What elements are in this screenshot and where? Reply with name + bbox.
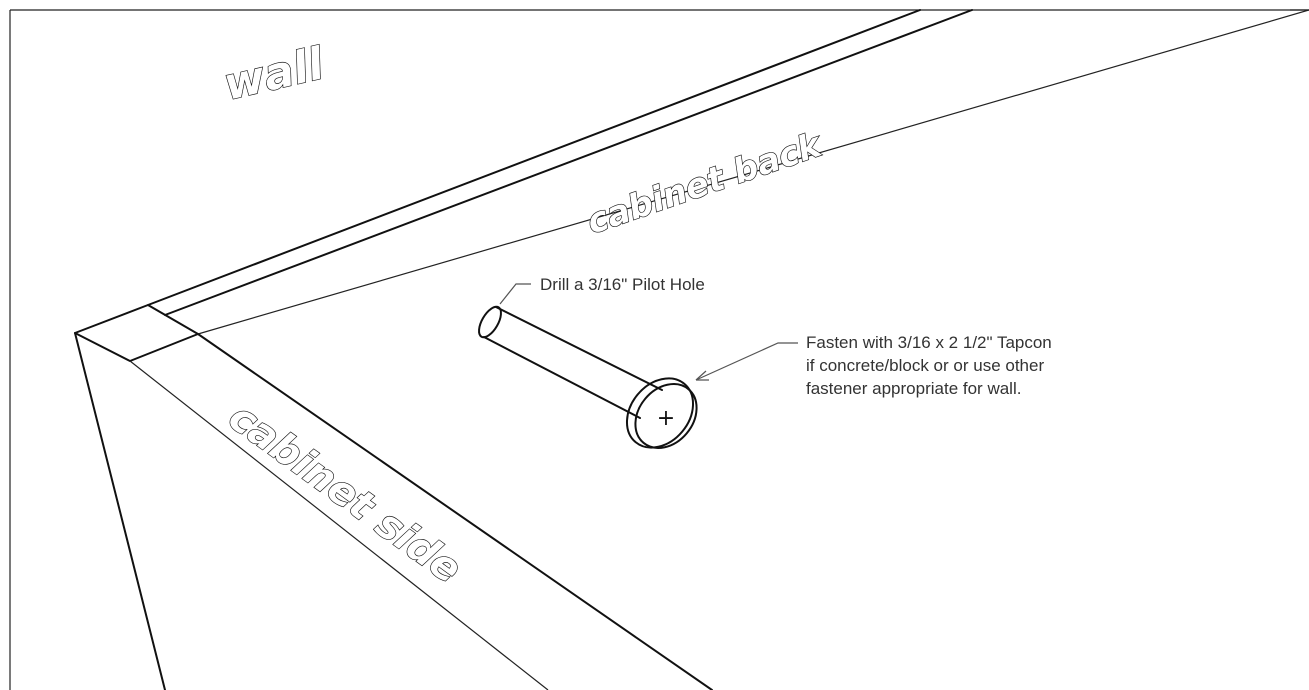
screw-head-face <box>634 383 698 449</box>
cabinet-side-rear-edge <box>197 333 713 690</box>
fastener-leader-arrow-icon <box>695 370 709 381</box>
screw-head-rim <box>625 377 695 449</box>
cabinet-side-inner-line <box>129 360 549 690</box>
cabinet-side-top-face <box>74 304 199 362</box>
tapcon-screw: + <box>478 305 698 449</box>
cabinet-side-label: cabinet side <box>220 394 470 593</box>
screw-shank-bottom <box>483 336 641 419</box>
fastener-callout: Fasten with 3/16 x 2 1/2" Tapcon if conc… <box>806 331 1052 400</box>
fastener-callout-line-3: fastener appropriate for wall. <box>806 379 1022 398</box>
screw-shank-top <box>495 306 663 391</box>
cabinet-back-top-edge <box>147 9 921 306</box>
cabinet-back-face-edge <box>197 9 1309 335</box>
cabinet-side-front-edge <box>74 332 166 690</box>
fastener-callout-line-2: if concrete/block or or use other <box>806 356 1045 375</box>
cabinet-back-label: cabinet back <box>582 124 828 242</box>
cabinet-back-inner-edge <box>164 9 973 316</box>
pilot-hole-callout: Drill a 3/16" Pilot Hole <box>540 275 705 294</box>
wall-label: wall <box>219 38 329 111</box>
phillips-cross-icon: + <box>657 406 675 431</box>
fastener-callout-line-1: Fasten with 3/16 x 2 1/2" Tapcon <box>806 333 1052 352</box>
pilot-hole-leader <box>499 283 531 305</box>
fastener-leader <box>695 342 798 381</box>
